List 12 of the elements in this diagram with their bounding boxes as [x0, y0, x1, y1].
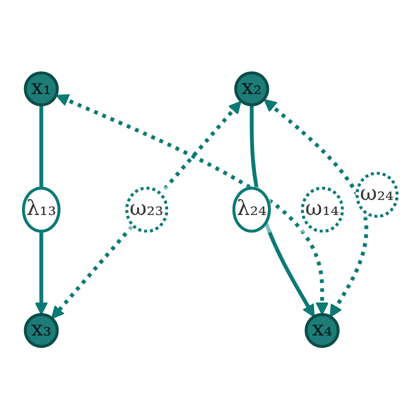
edge-label: ω₂₄ — [360, 182, 394, 206]
edge-label: ω₁₄ — [305, 197, 339, 222]
node-circle: x₄ — [304, 313, 340, 348]
edge-label: ω₂₃ — [130, 197, 164, 222]
arrow — [51, 101, 242, 320]
arrow — [264, 99, 368, 318]
arrow — [56, 94, 329, 316]
node-circle: x₂ — [234, 72, 270, 107]
node-circle: x₁ — [24, 72, 59, 107]
edge-label: λ₂₄ — [236, 197, 267, 222]
node-circle: x₃ — [24, 313, 59, 348]
edge-label: λ₁₃ — [26, 197, 56, 222]
